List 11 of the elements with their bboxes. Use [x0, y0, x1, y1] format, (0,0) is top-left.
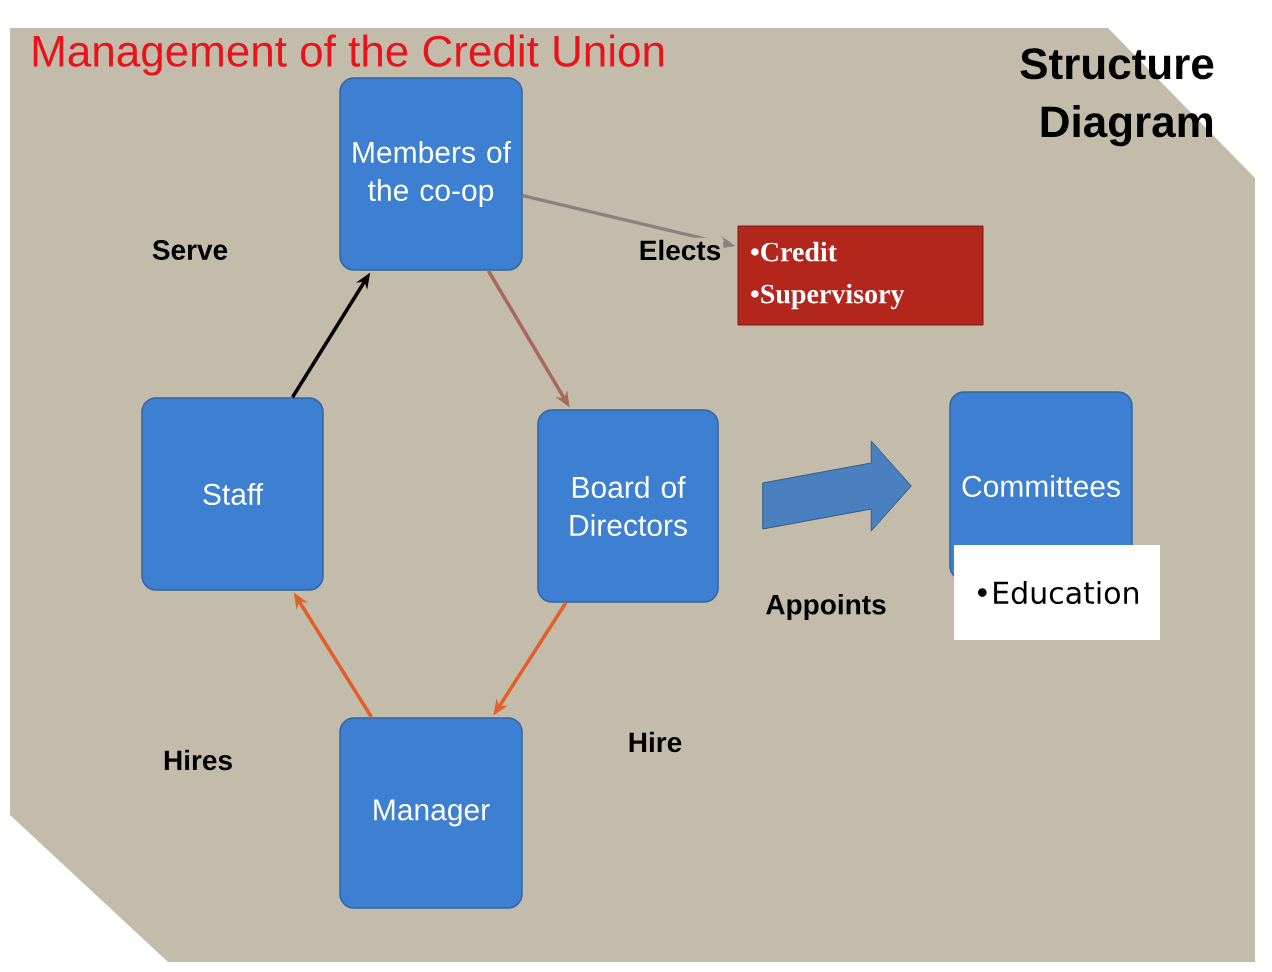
- edge-label: Serve: [149, 238, 231, 262]
- block-arrow: [762, 440, 912, 532]
- process-box: Manager: [339, 717, 523, 909]
- title: Management of the Credit Union: [33, 34, 664, 76]
- edge-label: Appoints: [763, 591, 889, 623]
- process-box: Board of Directors: [537, 409, 719, 603]
- process-box: Members of the co-op: [339, 77, 523, 271]
- committee-box: •Credit •Supervisory: [737, 225, 984, 326]
- heading: Structure Diagram: [1020, 48, 1214, 147]
- process-box: Staff: [141, 397, 324, 591]
- text-box: •Education: [954, 545, 1160, 640]
